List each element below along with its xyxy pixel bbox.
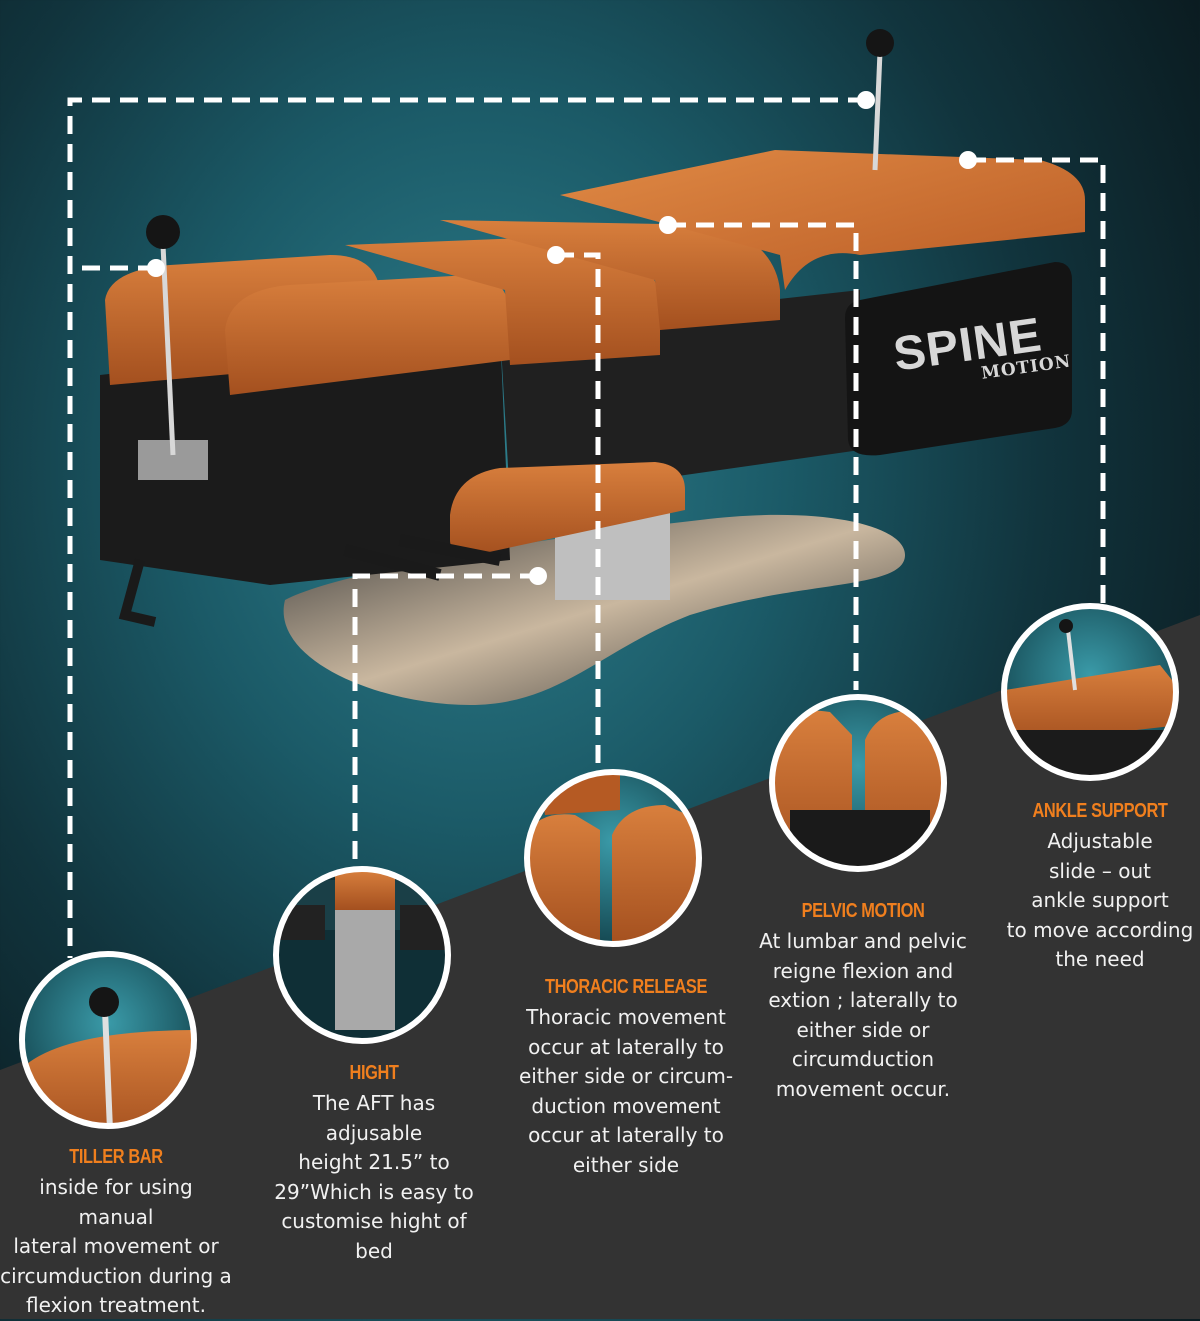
head-cushion-right (225, 275, 510, 395)
feature-title: HIGHT (349, 1062, 399, 1084)
feature-description: Adjustable slide – out ankle support to … (1006, 829, 1194, 971)
tiller-pole-head (160, 244, 176, 456)
feature-description: At lumbar and pelvic reigne flexion and … (759, 929, 967, 1101)
feature-title: TILLER BAR (69, 1146, 163, 1168)
feature-description: Thoracic movement occur at laterally to … (518, 1005, 734, 1177)
thoracic-cushion (345, 235, 660, 365)
feature-tiller-bar: TILLER BAR inside for using manual later… (0, 1146, 232, 1321)
feature-ankle-support: ANKLE SUPPORT Adjustable slide – out ank… (1002, 800, 1198, 975)
feature-description: inside for using manual lateral movement… (0, 1175, 232, 1317)
feature-description: The AFT has adjusable height 21.5” to 29… (274, 1091, 474, 1263)
feature-title: PELVIC MOTION (801, 900, 925, 922)
feature-title: THORACIC RELEASE (544, 976, 708, 998)
pelvic-cushion (560, 150, 1085, 290)
detail-circle-hight (273, 866, 451, 1044)
ankle-support-cushion (450, 462, 685, 555)
tiller-knob-head (146, 215, 180, 249)
lumbar-cushion (440, 220, 780, 330)
detail-circle-pelvic (769, 694, 947, 872)
detail-circle-thoracic (524, 769, 702, 947)
feature-pelvic-motion: PELVIC MOTION At lumbar and pelvic reign… (752, 900, 974, 1104)
feature-hight: HIGHT The AFT has adjusable height 21.5”… (270, 1062, 478, 1266)
tiller-knob-pelvic (866, 29, 894, 57)
logo-panel (845, 262, 1072, 456)
ankle-bars (343, 534, 502, 581)
tiller-handle (118, 558, 157, 627)
feature-title: ANKLE SUPPORT (1032, 800, 1168, 822)
leader-dots (147, 91, 977, 585)
detail-circle-tiller (19, 951, 197, 1129)
leader-lines (67, 97, 1106, 958)
table-frame (100, 330, 510, 585)
feature-thoracic-release: THORACIC RELEASE Thoracic movement occur… (512, 976, 740, 1180)
tiller-pole-pelvic (872, 51, 883, 171)
